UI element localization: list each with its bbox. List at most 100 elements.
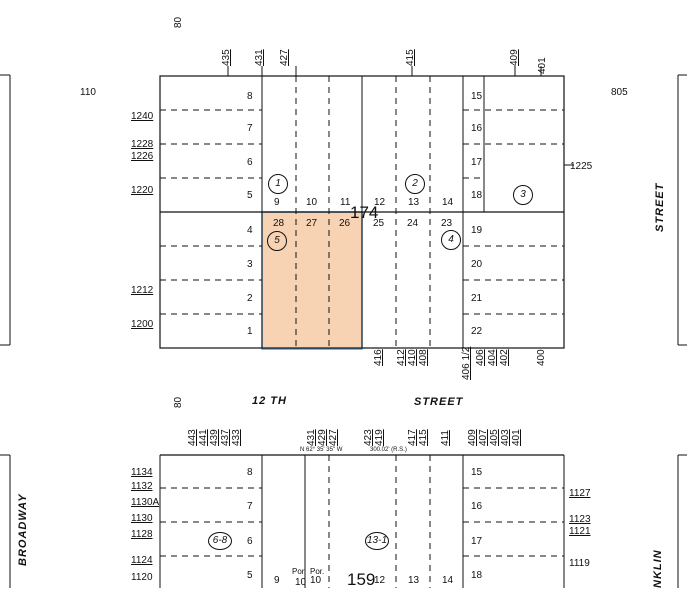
addr-lower-415: 415 xyxy=(418,429,429,446)
parcel-3: 3 xyxy=(247,259,253,270)
parcel-28: 28 xyxy=(273,218,285,229)
addr-lower-437: 437 xyxy=(220,429,231,446)
lower-parcel-10: 10 xyxy=(310,575,322,586)
lower-por-a: Por. xyxy=(292,567,307,576)
street-right: STREET xyxy=(654,182,666,232)
addr-lower-1123: 1123 xyxy=(569,514,591,525)
parcel-12: 12 xyxy=(374,197,386,208)
lot-circle-2: 2 xyxy=(405,174,425,194)
addr-top-401: 401 xyxy=(537,57,548,74)
addr-lower-401: 401 xyxy=(511,429,522,446)
addr-402: 402 xyxy=(499,349,510,366)
addr-lower-1124: 1124 xyxy=(131,555,153,566)
lower-parcel-5: 5 xyxy=(247,570,253,581)
parcel-1: 1 xyxy=(247,326,253,337)
addr-lower-429: 429 xyxy=(317,429,328,446)
addr-416: 416 xyxy=(373,349,384,366)
lower-dims: 300.02' (R.S.) xyxy=(370,447,407,453)
lower-bearing: N 62° 35' 35" W xyxy=(300,447,343,453)
addr-lower-1128: 1128 xyxy=(131,529,153,540)
lower-parcel-14: 14 xyxy=(442,575,454,586)
parcel-7: 7 xyxy=(247,123,253,134)
lower-por-num-a: 10 xyxy=(295,577,307,588)
addr-lower-441: 441 xyxy=(198,429,209,446)
addr-lower-1127: 1127 xyxy=(569,488,591,499)
parcel-26: 26 xyxy=(339,218,351,229)
addr-left-1220: 1220 xyxy=(131,185,154,196)
lower-parcel-7: 7 xyxy=(247,501,253,512)
parcel-8: 8 xyxy=(247,91,253,102)
addr-lower-431: 431 xyxy=(306,429,317,446)
addr-lower-403: 403 xyxy=(500,429,511,446)
addr-lower-409: 409 xyxy=(467,429,478,446)
parcel-11: 11 xyxy=(340,197,351,208)
street-broadway: BROADWAY xyxy=(17,493,29,566)
parcel-25: 25 xyxy=(373,218,385,229)
addr-lower-1132: 1132 xyxy=(131,481,153,492)
parcel-18: 18 xyxy=(471,190,483,201)
lot-circle-5: 5 xyxy=(267,231,287,251)
addr-lower-1119: 1119 xyxy=(569,558,590,569)
addr-406-half: 406 1/2 xyxy=(461,346,472,380)
parcel-17: 17 xyxy=(471,157,483,168)
addr-top-409: 409 xyxy=(509,49,520,66)
lot-circle-1: 1 xyxy=(268,174,288,194)
label-110: 110 xyxy=(80,87,96,98)
addr-lower-419: 419 xyxy=(374,429,385,446)
parcel-4: 4 xyxy=(247,225,253,236)
addr-top-435: 435 xyxy=(221,49,232,66)
block-number-bottom: 159 xyxy=(347,570,376,589)
parcel-6: 6 xyxy=(247,157,253,168)
addr-410: 410 xyxy=(407,349,418,366)
lot-circle-4: 4 xyxy=(441,230,461,250)
lower-parcel-8: 8 xyxy=(247,467,253,478)
addr-lower-423: 423 xyxy=(363,429,374,446)
lower-parcel-16: 16 xyxy=(471,501,483,512)
parcel-16: 16 xyxy=(471,123,483,134)
parcel-21: 21 xyxy=(471,293,483,304)
addr-lower-1134: 1134 xyxy=(131,467,153,478)
addr-lower-427: 427 xyxy=(328,429,339,446)
addr-lower-1121: 1121 xyxy=(569,526,591,537)
parcel-15: 15 xyxy=(471,91,483,102)
lot-circle-3: 3 xyxy=(513,185,533,205)
lower-parcel-9: 9 xyxy=(274,575,280,586)
addr-lower-1130: 1130 xyxy=(131,513,153,524)
addr-lower-439: 439 xyxy=(209,429,220,446)
parcel-5: 5 xyxy=(247,190,253,201)
parcel-10: 10 xyxy=(306,197,318,208)
lower-parcel-13: 13 xyxy=(408,575,420,586)
parcel-27: 27 xyxy=(306,218,318,229)
addr-left-1240: 1240 xyxy=(131,111,154,122)
lower-parcel-15: 15 xyxy=(471,467,483,478)
lot-circle-6-8: 6-8 xyxy=(208,532,232,550)
addr-404: 404 xyxy=(487,349,498,366)
addr-lower-405: 405 xyxy=(489,429,500,446)
street-franklin: NKLIN xyxy=(652,549,664,588)
addr-lower-417: 417 xyxy=(407,429,418,446)
parcel-2: 2 xyxy=(247,293,253,304)
addr-400: 400 xyxy=(536,349,547,366)
addr-lower-433: 433 xyxy=(231,429,242,446)
lower-parcel-6: 6 xyxy=(247,536,253,547)
label-805: 805 xyxy=(611,87,628,98)
lower-por-b: Por. xyxy=(310,567,325,576)
parcel-14: 14 xyxy=(442,197,454,208)
lower-parcel-17: 17 xyxy=(471,536,483,547)
label-80-top: 80 xyxy=(173,16,184,28)
addr-top-415: 415 xyxy=(405,49,416,66)
addr-left-1212: 1212 xyxy=(131,285,154,296)
addr-408: 408 xyxy=(418,349,429,366)
lower-parcel-12: 12 xyxy=(374,575,386,586)
addr-top-427: 427 xyxy=(279,49,290,66)
block-number-top: 174 xyxy=(350,203,379,222)
parcel-23: 23 xyxy=(441,218,453,229)
parcel-19: 19 xyxy=(471,225,483,236)
addr-lower-1120: 1120 xyxy=(131,572,153,583)
parcel-24: 24 xyxy=(407,218,419,229)
addr-right-1225: 1225 xyxy=(570,161,593,172)
addr-left-1200: 1200 xyxy=(131,319,154,330)
addr-lower-411: 411 xyxy=(440,430,451,446)
parcel-9: 9 xyxy=(274,197,280,208)
